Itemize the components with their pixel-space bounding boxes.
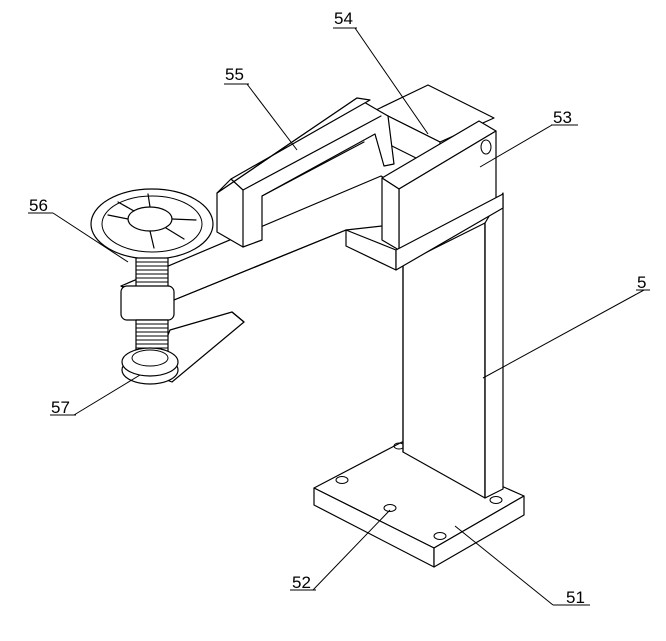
slide-block (345, 120, 504, 271)
column (402, 192, 504, 499)
label-handle: 55 (225, 65, 244, 84)
mounting-hole (383, 504, 397, 512)
label-slide-block: 53 (553, 108, 572, 127)
label-column: 5 (637, 273, 646, 292)
label-base-plate: 51 (566, 588, 585, 607)
label-mounting-hole: 52 (292, 573, 311, 592)
leader-lines (28, 27, 650, 606)
clamp-pad (121, 347, 179, 385)
handwheel (90, 188, 214, 361)
handle (216, 97, 395, 248)
label-guide-rail: 54 (334, 9, 353, 28)
label-handwheel: 56 (29, 196, 48, 215)
base-plate (313, 441, 525, 568)
label-clamp-pad: 57 (51, 398, 70, 417)
